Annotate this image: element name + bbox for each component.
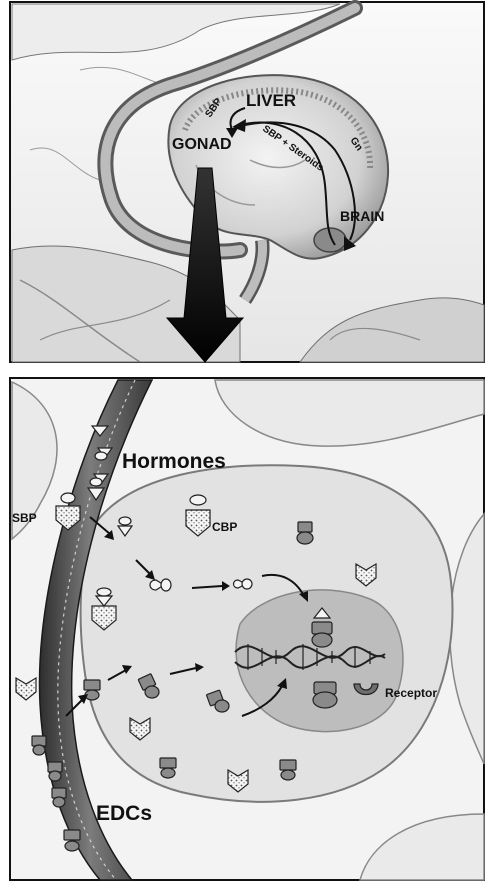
organ-panel: LIVER GONAD BRAIN SBP SBP + Steroids Gn	[0, 0, 486, 364]
liver-label: LIVER	[246, 91, 296, 110]
cell-panel: Hormones SBP CBP Receptor EDCs	[0, 374, 486, 882]
hormones-label: Hormones	[122, 450, 226, 473]
gonad-label: GONAD	[172, 136, 232, 153]
brain-label: BRAIN	[340, 208, 384, 224]
cbp-label: CBP	[212, 520, 237, 534]
cell-illustration: Hormones SBP CBP Receptor EDCs	[0, 374, 486, 882]
sbp-label-bottom: SBP	[12, 511, 37, 525]
organ-illustration: LIVER GONAD BRAIN SBP SBP + Steroids Gn	[0, 0, 486, 364]
edcs-label: EDCs	[96, 802, 152, 825]
receptor-label: Receptor	[385, 686, 437, 700]
